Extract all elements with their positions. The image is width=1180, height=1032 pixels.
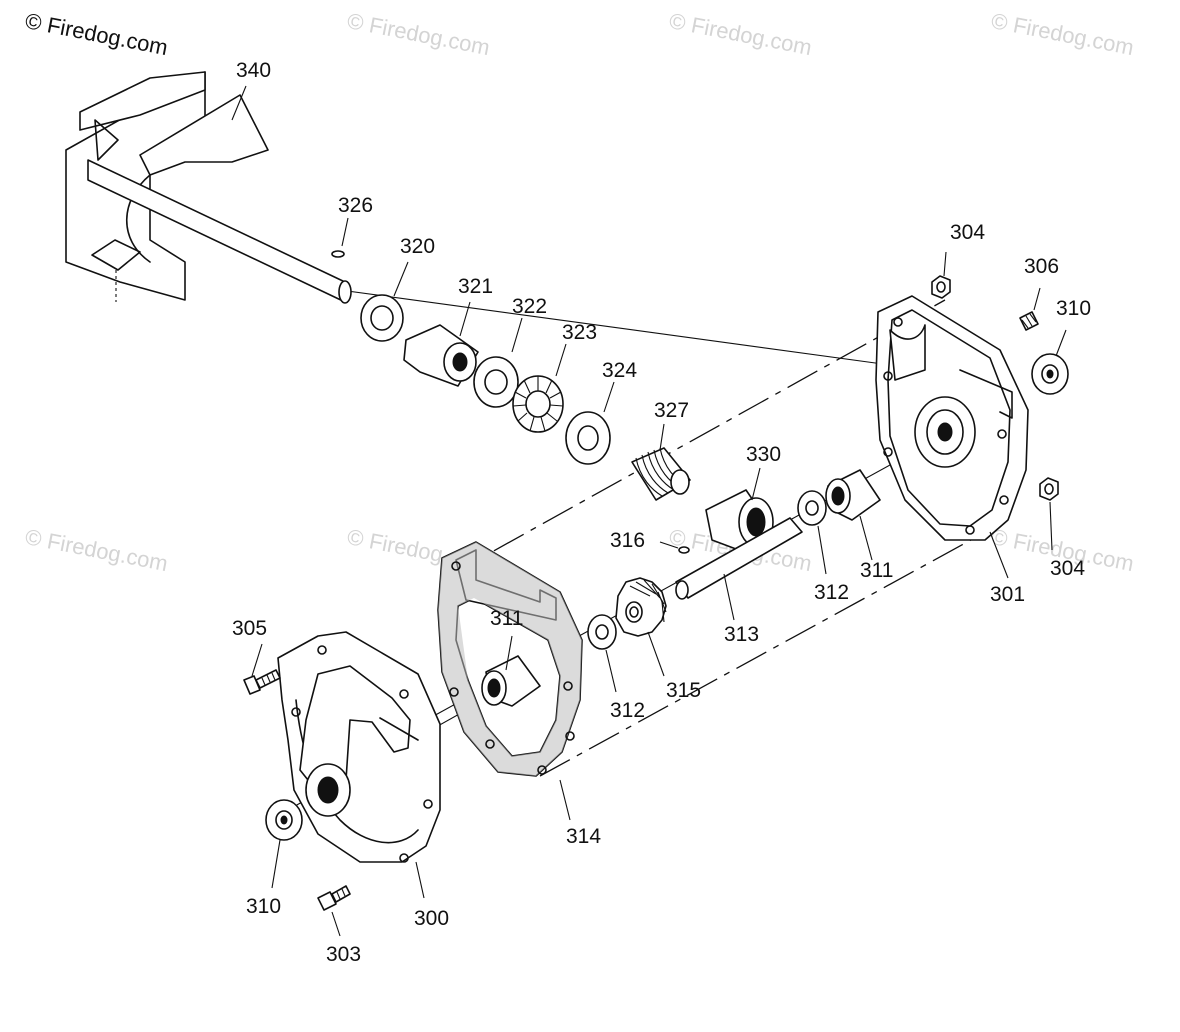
bearing-310-left xyxy=(265,799,303,841)
bearing-310-right xyxy=(1031,353,1069,395)
callout-313: 313 xyxy=(724,623,760,646)
centerline-lower xyxy=(539,534,981,777)
callout-314: 314 xyxy=(566,825,602,848)
gasket-314 xyxy=(437,541,583,777)
callout-316: 316 xyxy=(610,529,646,552)
nut-304-top xyxy=(931,275,951,299)
callout-312-left: 312 xyxy=(610,699,646,722)
callout-323: 323 xyxy=(562,321,598,344)
callout-300: 300 xyxy=(414,907,450,930)
callout-340: 340 xyxy=(236,59,272,82)
callout-303: 303 xyxy=(326,943,362,966)
leader-lines xyxy=(231,85,1067,937)
pin-326 xyxy=(331,250,345,258)
callout-321: 321 xyxy=(458,275,494,298)
washer-322 xyxy=(473,356,519,408)
thrust-bearing-323 xyxy=(512,375,564,433)
key-316 xyxy=(678,546,690,554)
housing-300 xyxy=(277,631,441,863)
callout-304-top: 304 xyxy=(950,221,986,244)
callout-311-left: 311 xyxy=(490,607,524,630)
callout-304-bottom: 304 xyxy=(1050,557,1086,580)
bushing-311-left xyxy=(481,655,541,707)
bolt-305 xyxy=(243,669,281,695)
nut-304-bottom xyxy=(1039,477,1059,501)
gear-315 xyxy=(615,577,667,637)
callout-306: 306 xyxy=(1024,255,1060,278)
bearing-housing-321 xyxy=(403,324,479,387)
shaft-313 xyxy=(675,517,803,600)
spacer-312-right xyxy=(797,490,827,526)
bushing-311-right xyxy=(825,469,881,521)
spacer-312-left xyxy=(587,614,617,650)
callout-312-right: 312 xyxy=(814,581,850,604)
washer-324 xyxy=(565,411,611,465)
centerline-upper xyxy=(444,299,946,579)
washer-320 xyxy=(360,294,404,342)
callout-310-right: 310 xyxy=(1056,297,1092,320)
callout-315: 315 xyxy=(666,679,702,702)
callout-326: 326 xyxy=(338,194,374,217)
callout-322: 322 xyxy=(512,295,548,318)
callout-305: 305 xyxy=(232,617,268,640)
callout-327: 327 xyxy=(654,399,690,422)
callout-320: 320 xyxy=(400,235,436,258)
set-screw-306 xyxy=(1019,311,1039,331)
housing-301 xyxy=(875,295,1029,541)
bolt-303 xyxy=(317,885,351,911)
callout-330: 330 xyxy=(746,443,782,466)
callout-301: 301 xyxy=(990,583,1026,606)
worm-gear-327 xyxy=(631,447,691,501)
callout-311-right: 311 xyxy=(860,559,894,582)
callout-324: 324 xyxy=(602,359,638,382)
auger-assembly-340 xyxy=(65,71,352,304)
callout-310-left: 310 xyxy=(246,895,282,918)
